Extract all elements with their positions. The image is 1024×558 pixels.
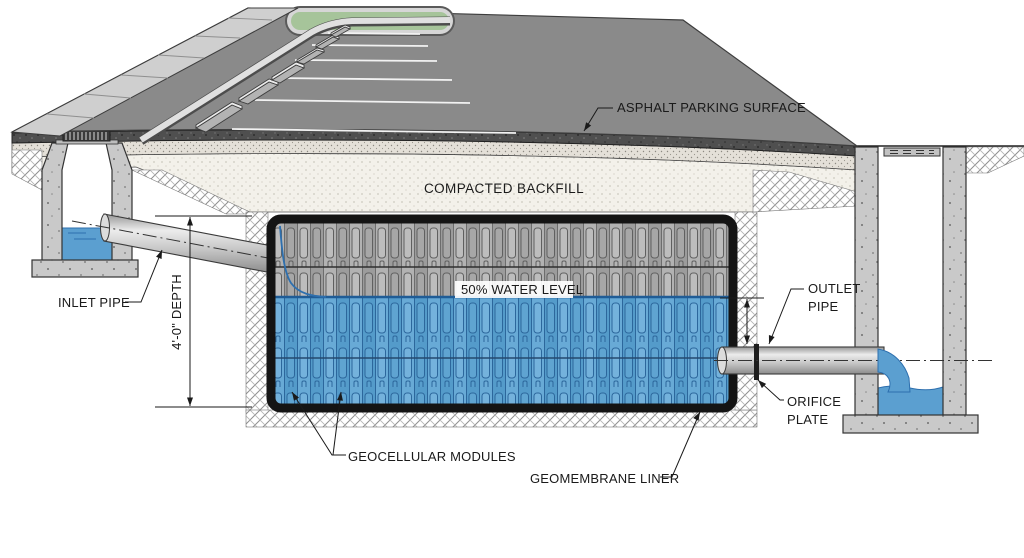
curb <box>138 16 451 145</box>
inlet-pipe-centerline <box>71 220 269 259</box>
label-geomembrane-liner: GEOMEMBRANE LINER <box>530 471 679 486</box>
leader-lines <box>125 107 804 478</box>
sidewalk <box>10 7 299 137</box>
module-row-lines <box>271 266 733 359</box>
depth-dimension <box>155 215 252 408</box>
detention-tank: 50% WATER LEVEL <box>266 214 738 413</box>
parking-surface-3d <box>10 6 860 147</box>
geomembrane-liner-outline <box>266 214 738 413</box>
wheel-stops <box>195 24 352 133</box>
label-outlet-pipe-line1: OUTLET <box>808 281 860 296</box>
label-water-level: 50% WATER LEVEL <box>461 282 583 297</box>
orifice-plate-shape <box>754 344 759 380</box>
manhole-pool-water <box>877 385 944 416</box>
label-geocellular-modules: GEOCELLULAR MODULES <box>348 449 516 464</box>
basin-water-ripples <box>68 232 96 240</box>
outlet-manhole <box>842 146 979 434</box>
label-orifice-plate-line2: PLATE <box>787 412 828 427</box>
label-orifice-plate-line1: ORIFICE <box>787 394 841 409</box>
manhole-wall-right <box>942 146 967 416</box>
outfall-stream <box>877 348 911 393</box>
outlet-pipe <box>714 344 992 393</box>
manhole-footing <box>842 414 979 434</box>
modules-submerged-zone <box>271 297 733 408</box>
label-compacted-backfill: COMPACTED BACKFILL <box>424 181 584 196</box>
label-inlet-pipe: INLET PIPE <box>58 295 130 310</box>
sidewalk-joints <box>46 17 273 119</box>
label-depth-dimension: 4'-0" DEPTH <box>169 274 184 350</box>
water-level-label-box <box>455 281 573 298</box>
basin-footing <box>31 259 139 278</box>
manhole-lid-slots <box>890 150 934 154</box>
parking-stripes <box>231 32 517 134</box>
label-outlet-pipe-line2: PIPE <box>808 299 839 314</box>
inlet-catch-basin <box>31 130 139 278</box>
label-asphalt-parking-surface: ASPHALT PARKING SURFACE <box>617 100 806 115</box>
manhole-lid <box>883 147 941 157</box>
inlet-grate-bars <box>65 132 107 140</box>
inflow-trickle <box>279 225 327 298</box>
